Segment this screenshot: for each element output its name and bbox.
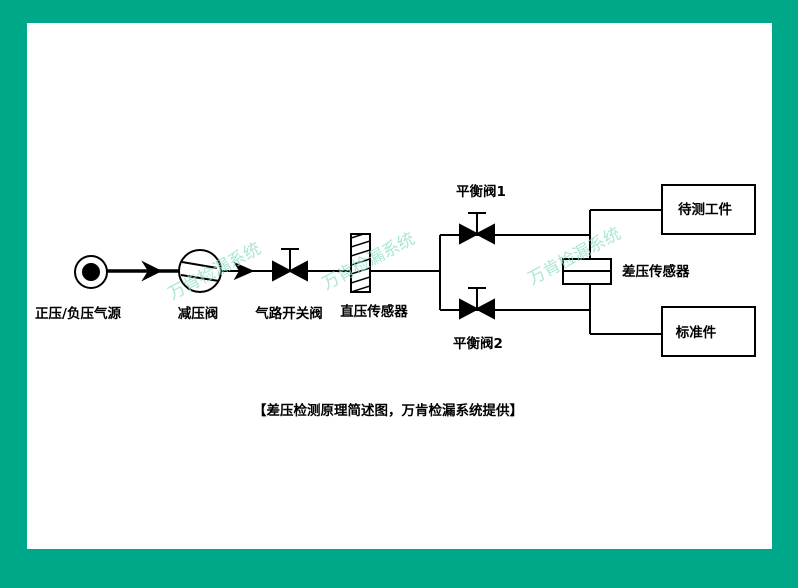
label-diff-sensor: 差压传感器 [622, 263, 690, 280]
label-test-part: 待测工件 [678, 201, 732, 218]
standard-part-box [661, 306, 756, 357]
label-standard-part: 标准件 [675, 324, 717, 341]
flow-arrow-icon [233, 261, 255, 281]
switch-valve-icon [272, 248, 308, 282]
direct-pressure-sensor-icon [350, 233, 371, 293]
caption: 【差压检测原理简述图，万肯检漏系统提供】 [253, 402, 523, 419]
test-part-box [661, 184, 756, 235]
label-balance-valve-2: 平衡阀2 [453, 335, 503, 352]
label-switch-valve: 气路开关阀 [254, 305, 323, 322]
label-source: 正压/负压气源 [35, 305, 121, 322]
diagram-canvas [27, 23, 772, 549]
balance-valve-1-icon [459, 212, 495, 245]
balance-valve-2-icon [459, 287, 495, 320]
label-direct-sensor: 直压传感器 [340, 303, 408, 320]
label-balance-valve-1: 平衡阀1 [456, 183, 506, 200]
differential-pressure-sensor-icon [562, 258, 612, 285]
label-reducer: 减压阀 [178, 305, 219, 322]
flow-arrow-icon [141, 260, 163, 282]
gas-source-icon [74, 255, 108, 289]
